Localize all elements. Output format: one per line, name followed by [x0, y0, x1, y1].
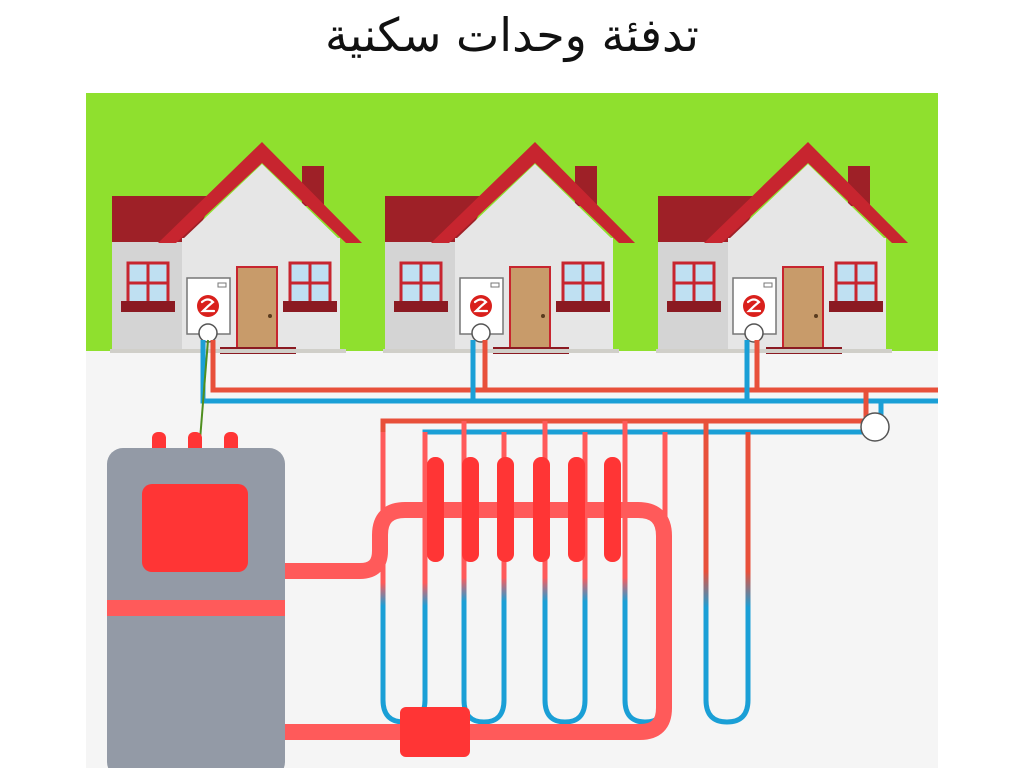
- heat-exchanger-manifold: [427, 457, 621, 562]
- control-wire: [199, 339, 209, 441]
- heat-pump-tank-icon: [107, 432, 285, 768]
- house-2: [383, 142, 635, 354]
- heat-interface-unit-icon: [732, 277, 777, 343]
- house-1: [110, 142, 362, 354]
- page-title: تدفئة وحدات سكنية: [325, 8, 699, 62]
- hot-supply-line: [210, 340, 938, 393]
- ground-loop-5: [703, 421, 751, 725]
- heat-interface-unit-icon: [459, 277, 504, 343]
- house-3: [656, 142, 908, 354]
- circulation-pump-icon: [400, 707, 470, 757]
- heat-interface-unit-icon: [186, 277, 231, 343]
- valve-icon: [860, 412, 890, 442]
- ground-loop-3: [542, 421, 588, 725]
- primary-hot-loop: [285, 502, 672, 740]
